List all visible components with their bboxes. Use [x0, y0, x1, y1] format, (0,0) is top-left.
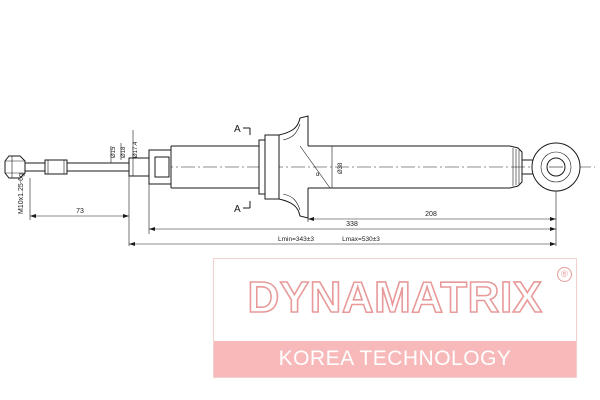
diameter-callouts: Ø15 Ø18 Ø17.4 Ø38 α [110, 130, 344, 188]
dim-body-length: 338 [149, 221, 556, 231]
hex-nut [4, 155, 26, 179]
dim-lower-length-label: 208 [425, 211, 437, 218]
dim-rod-small: Ø15 [111, 146, 117, 158]
section-marker-bottom: A [234, 201, 251, 215]
spring-seat [258, 115, 331, 219]
dim-lmax-label: Lmax=530±3 [342, 236, 380, 243]
section-label-bottom: A [234, 204, 241, 215]
cylinder-body [308, 145, 540, 189]
upper-seat [148, 145, 259, 189]
extension-lines [29, 176, 557, 246]
brand-logo: DYNAMATRIX ® KOREA TECHNOLOGY [213, 258, 577, 378]
dim-rod: Ø18 [121, 146, 127, 158]
thread-spec-label: M10x1.25-6g [18, 173, 25, 214]
section-marker-top: A [234, 124, 251, 135]
section-label-top: A [234, 124, 241, 135]
dim-thread-length: 73 [30, 208, 129, 218]
dim-body: Ø38 [338, 162, 344, 174]
piston-rod [24, 157, 150, 177]
dim-lower-length: 208 [308, 211, 556, 221]
lower-eye-mount [531, 142, 581, 192]
dim-seat: Ø17.4 [133, 141, 139, 158]
dim-thread-length-label: 73 [76, 208, 84, 215]
brand-name: DYNAMATRIX [247, 272, 543, 323]
dim-angle: α [316, 172, 320, 178]
dim-overall-length: Lmin=343±3 Lmax=530±3 [129, 236, 556, 246]
dim-body-length-label: 338 [346, 221, 358, 228]
registered-mark: ® [557, 267, 572, 282]
brand-tagline: KOREA TECHNOLOGY [214, 341, 576, 377]
dim-lmin-label: Lmin=343±3 [278, 236, 314, 243]
